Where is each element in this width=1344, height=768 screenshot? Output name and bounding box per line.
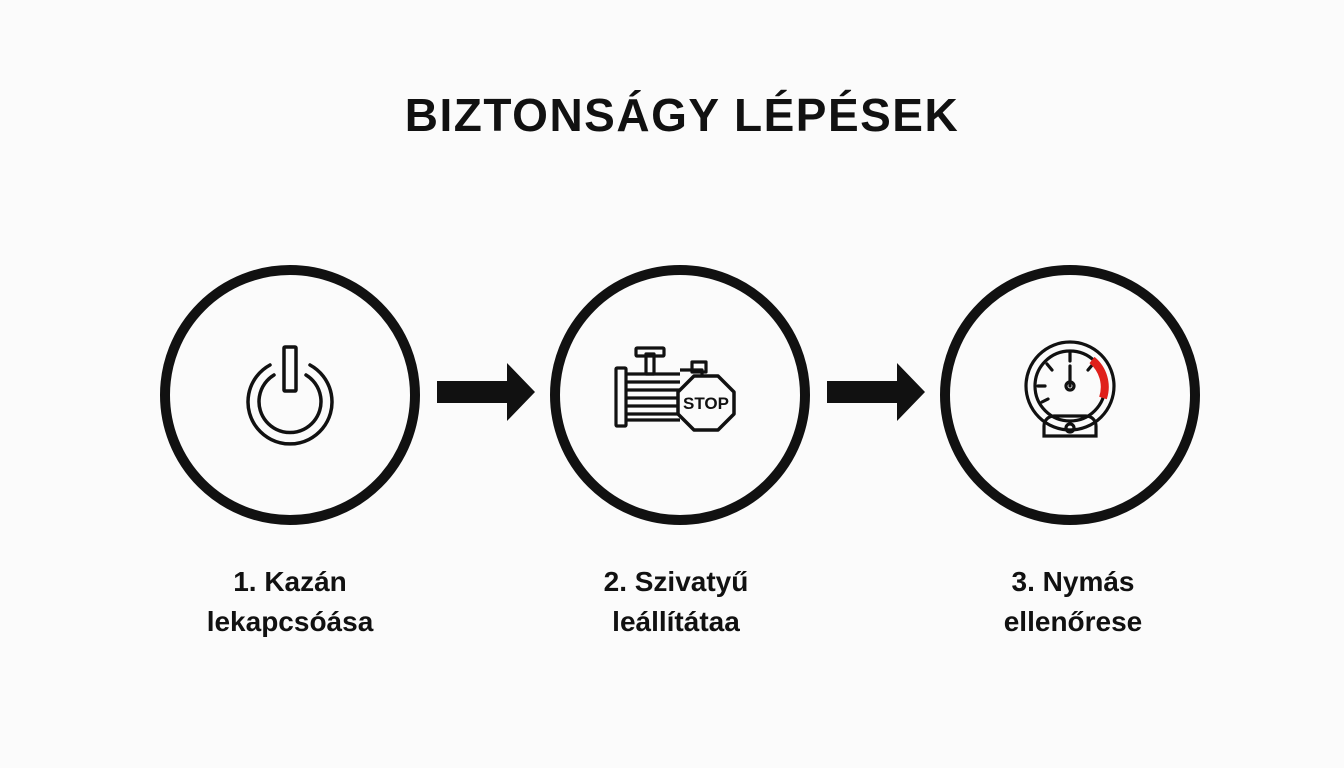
step-1-label-line2: lekapcsóása: [206, 606, 374, 637]
step-2-circle: STOP: [550, 265, 810, 525]
arrow-right-icon: [827, 363, 925, 421]
step-3-circle: [940, 265, 1200, 525]
stop-sign-text: STOP: [683, 394, 729, 413]
power-icon: [246, 345, 334, 446]
pump-stop-icon: STOP: [614, 346, 736, 432]
diagram-title: BIZTONSÁGY LÉPÉSEK: [404, 89, 960, 141]
step-1-label-line1: 1. Kazán: [233, 566, 347, 597]
step-2-label: 2. Szivatyű leállítátaa: [516, 562, 836, 642]
step-2-label-line2: leállítátaa: [612, 606, 740, 637]
step-1-label: 1. Kazán lekapcsóása: [130, 562, 450, 642]
pressure-gauge-icon: [1024, 340, 1116, 438]
step-1-circle: [160, 265, 420, 525]
step-3-label: 3. Nymás ellenőrese: [913, 562, 1233, 642]
step-3-label-line2: ellenőrese: [1003, 606, 1143, 637]
arrow-right-icon: [437, 363, 535, 421]
step-3-label-line1: 3. Nymás: [1011, 566, 1135, 597]
step-2-label-line1: 2. Szivatyű: [603, 566, 749, 597]
